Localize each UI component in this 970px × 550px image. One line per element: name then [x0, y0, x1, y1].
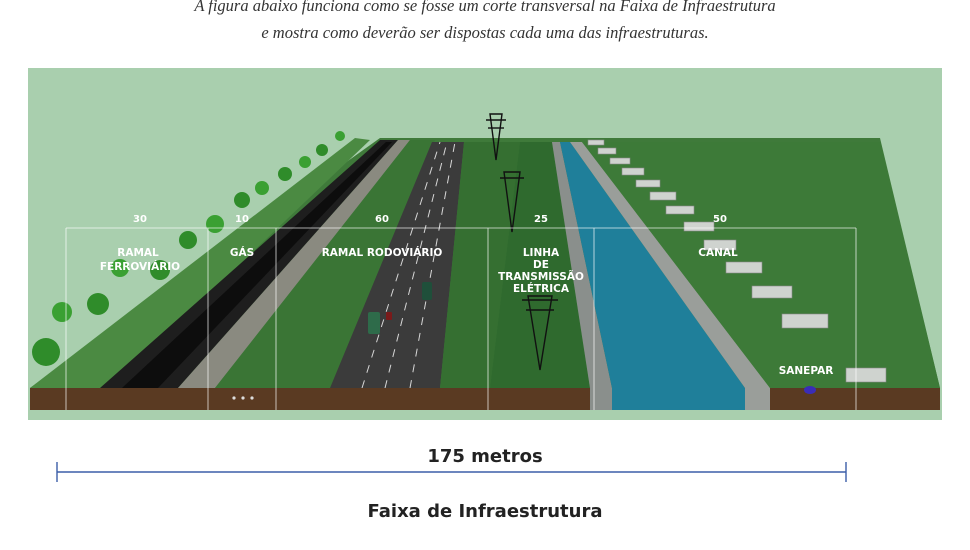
segment-label-road: RAMAL RODOVIÁRIO: [322, 246, 443, 259]
segment-width-canal: 50: [713, 214, 727, 225]
soil-band: [30, 388, 940, 410]
truck-icon: [368, 312, 380, 334]
gas-strip: [178, 140, 410, 388]
road-power-grass: [440, 142, 520, 388]
gas-road-grass: [215, 140, 435, 388]
canal-right-bank: [570, 142, 770, 388]
gas-pipe-icon: [232, 396, 236, 400]
segment-dividers: [65, 227, 857, 410]
total-measure-label: 175 metros: [427, 446, 543, 467]
figure-title: Faixa de Infraestrutura: [367, 501, 603, 522]
truck-icon: [422, 282, 432, 300]
car-icon: [386, 312, 392, 320]
segment-width-rail: 30: [133, 214, 147, 225]
pipe-icon: [804, 386, 816, 394]
canal-bank-section: [745, 388, 770, 410]
tree-row: [32, 131, 345, 366]
segment-label-power: LINHA: [523, 247, 560, 259]
road-lane-mark-1: [361, 141, 441, 389]
transmission-tower-icon: [486, 113, 558, 371]
road-asphalt: [330, 142, 464, 388]
segment-width-power: 25: [534, 214, 548, 225]
road-lane-mark-3: [409, 141, 456, 389]
gas-pipe-icon: [241, 396, 245, 400]
segment-label-rail: FERROVIÁRIO: [100, 260, 180, 273]
gas-pipe-icon: [250, 396, 254, 400]
canal-bank-section: [590, 388, 612, 410]
segment-width-road: 60: [375, 214, 389, 225]
segment-label-canal: CANAL: [698, 247, 738, 259]
segment-label-power: DE: [533, 259, 549, 271]
segment-label-power: ELÉTRICA: [513, 282, 570, 295]
road-lane-mark-2: [384, 141, 448, 389]
sanepar-label: SANEPAR: [779, 365, 834, 377]
segment-label-power: TRANSMISSÃO: [498, 270, 584, 283]
measure-line: [56, 462, 847, 482]
canal-section: [612, 388, 745, 410]
canal-water: [560, 142, 745, 388]
segment-label-gas: GÁS: [230, 246, 254, 259]
power-line-zone: [490, 142, 590, 388]
left-grass: [30, 138, 370, 388]
segment-width-gas: 10: [235, 214, 249, 225]
segment-label-rail: RAMAL: [117, 247, 159, 259]
railway-bed: [122, 142, 392, 388]
canal-left-bank: [552, 142, 612, 388]
caption-line-2: e mostra como deverão ser dispostas cada…: [261, 23, 709, 42]
caption-line-1: A figura abaixo funciona como se fosse u…: [194, 0, 776, 15]
